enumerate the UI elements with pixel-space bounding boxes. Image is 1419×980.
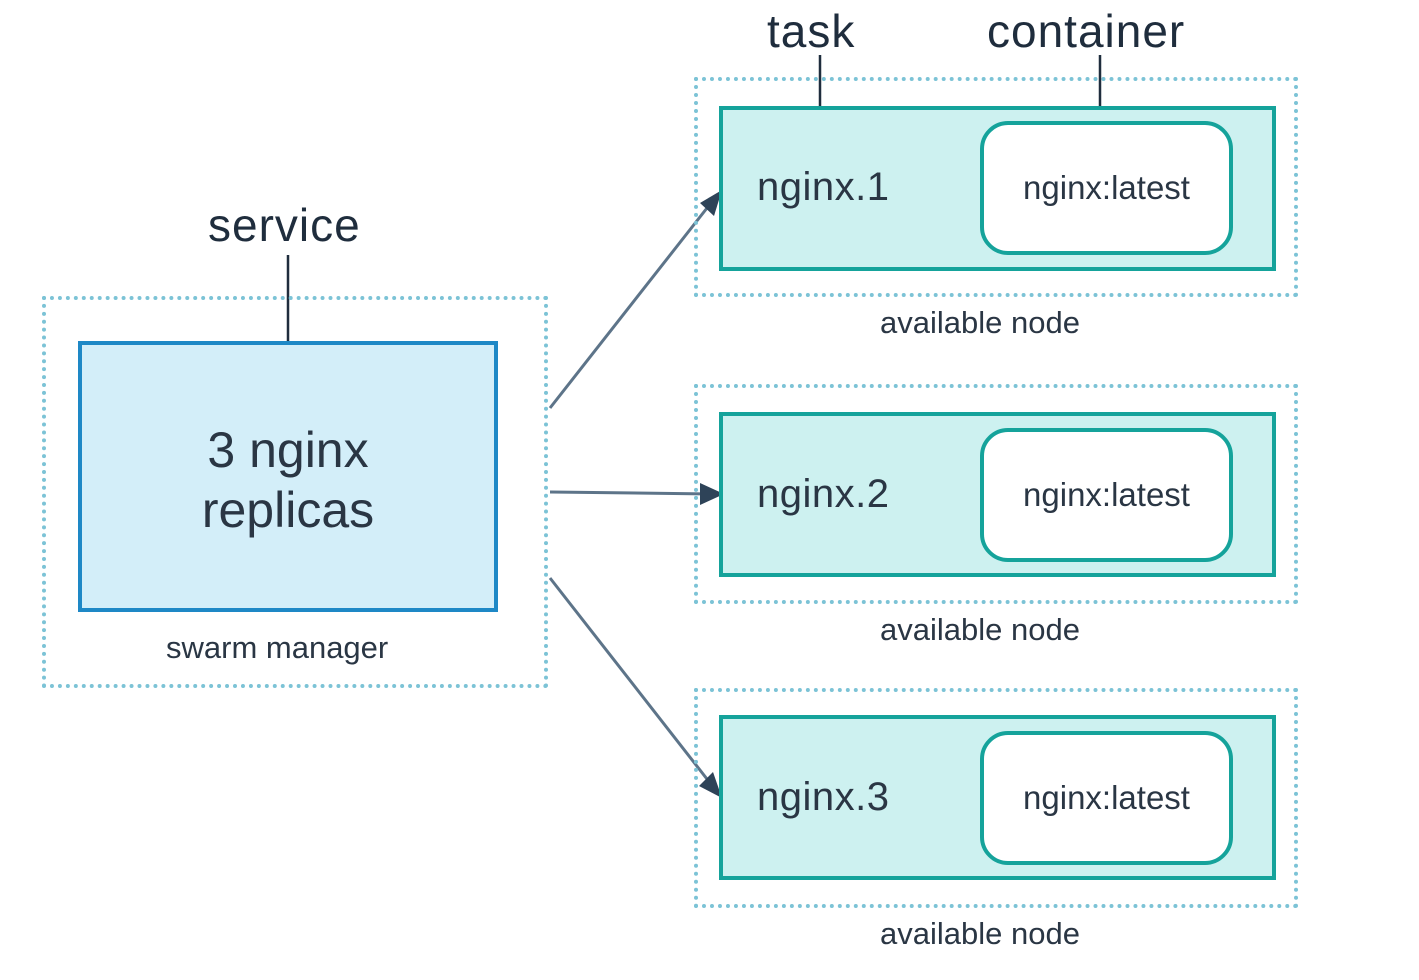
service-callout-label: service — [208, 199, 361, 251]
task-label-2: nginx.2 — [757, 472, 890, 516]
service-text-line-1: 3 nginx — [207, 422, 369, 478]
task-callout-label: task — [767, 5, 856, 57]
service-text-line-2: replicas — [201, 482, 375, 538]
node-caption-2: available node — [880, 612, 1080, 647]
task-label-1: nginx.1 — [757, 165, 890, 209]
container-label-2: nginx:latest — [1023, 476, 1190, 513]
swarm-manager-caption: swarm manager — [166, 630, 389, 665]
task-label-3: nginx.3 — [757, 775, 890, 819]
container-box-1: nginx:latest — [980, 121, 1233, 255]
available-node-1 — [694, 77, 1298, 297]
available-node-3 — [694, 688, 1298, 908]
swarm-manager-node — [42, 296, 548, 688]
arrow-to-node-2 — [549, 490, 713, 496]
service-text: 3 nginx replicas — [78, 420, 498, 540]
node-caption-1: available node — [880, 305, 1080, 340]
container-label-1: nginx:latest — [1023, 169, 1190, 206]
container-callout-label: container — [987, 5, 1186, 57]
container-label-3: nginx:latest — [1023, 779, 1190, 816]
service-box — [78, 341, 498, 612]
container-box-2: nginx:latest — [980, 428, 1233, 562]
arrow-to-node-1 — [548, 193, 720, 409]
arrow-to-node-3 — [548, 577, 716, 789]
container-box-3: nginx:latest — [980, 731, 1233, 865]
available-node-2 — [694, 384, 1298, 604]
node-caption-3: available node — [880, 916, 1080, 951]
